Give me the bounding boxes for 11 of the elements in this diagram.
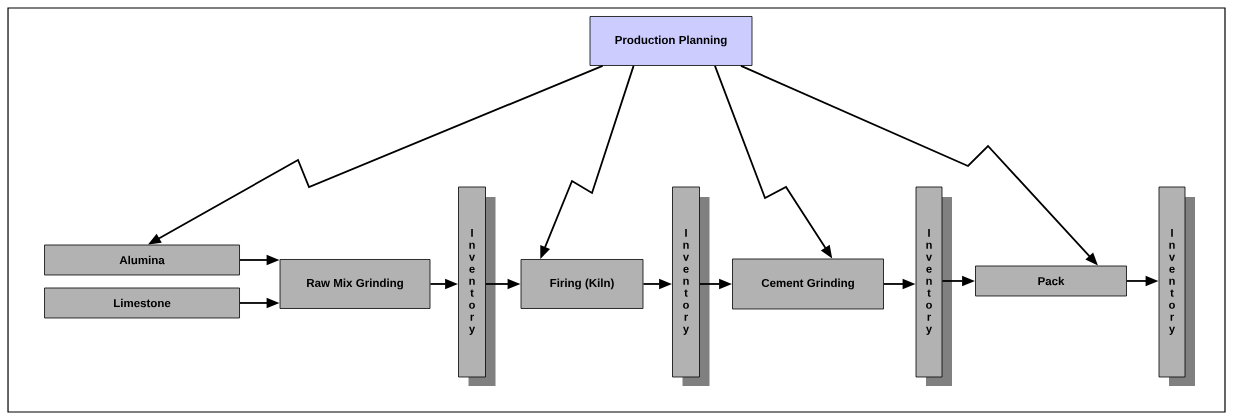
process-box: Limestone (44, 287, 240, 319)
inventory-bar: Inventory (915, 186, 952, 386)
process-box: Cement Grinding (732, 258, 884, 310)
planning-box: Production Planning (589, 16, 753, 66)
inventory-bar: Inventory (458, 186, 496, 386)
inventory-bar: Inventory (1158, 186, 1195, 386)
inventory-bar: Inventory (672, 186, 710, 386)
process-box: Alumina (44, 244, 240, 276)
process-box: Firing (Kiln) (520, 259, 644, 309)
process-box: Raw Mix Grinding (279, 259, 431, 309)
process-box: Pack (975, 265, 1127, 297)
